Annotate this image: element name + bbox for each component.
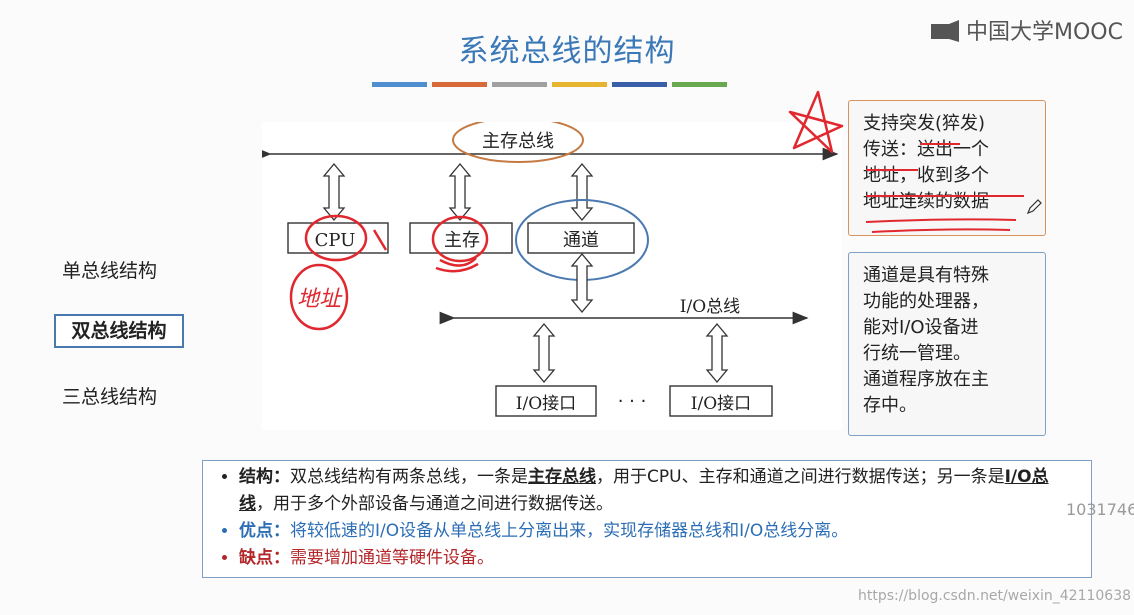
- cpu-label: CPU: [315, 230, 356, 251]
- burst-note-red-underlines: [865, 143, 1024, 233]
- star-annotation-icon: [788, 90, 844, 154]
- channel-bus-arrow: [570, 162, 594, 222]
- summary-structure: 结构：双总线结构有两条总线，一条是主存总线，用于CPU、主存和通道之间进行数据传…: [239, 464, 1081, 518]
- summary-disadvantage: 缺点：需要增加通道等硬件设备。: [239, 545, 1081, 572]
- io-interface-1-label: I/O接口: [516, 394, 576, 414]
- channel-box: [527, 222, 635, 254]
- channel-label: 通道: [563, 230, 599, 251]
- color-bar-2: [432, 82, 487, 87]
- color-bar-3: [492, 82, 547, 87]
- address-handwriting-circle: [289, 263, 349, 331]
- cpu-bus-arrow: [322, 162, 346, 222]
- main-memory-bus-label: 主存总线: [482, 131, 554, 152]
- cpu-annotation-circle: [304, 214, 368, 262]
- advantage-text: 将较低速的I/O设备从单总线上分离出来，实现存储器总线和I/O总线分离。: [290, 521, 849, 541]
- color-bar-6: [672, 82, 727, 87]
- io-bus-label: I/O总线: [680, 297, 740, 317]
- pencil-icon: [1026, 199, 1042, 215]
- channel-note-line-4: 行统一管理。: [863, 343, 971, 364]
- channel-note-line-5: 通道程序放在主: [863, 369, 989, 390]
- mooc-logo-icon: [931, 20, 959, 42]
- memory-annotation-scribble: [435, 257, 479, 273]
- slide-title: 系统总线的结构: [458, 34, 676, 69]
- watermark-number: 1031746: [1066, 500, 1134, 519]
- burst-note-line-1: 支持突发(猝发): [863, 113, 986, 134]
- color-bar-1: [372, 82, 427, 87]
- channel-note-line-6: 存中。: [863, 395, 917, 416]
- io-interface-2-label: I/O接口: [691, 394, 751, 414]
- disadvantage-text: 需要增加通道等硬件设备。: [290, 548, 494, 568]
- double-bus-diagram: 主存总线 CPU 主存 通道 地址 I/O总线 I/O接口 · · · I/O接…: [262, 122, 842, 430]
- io-interface-2-box: [669, 385, 773, 417]
- io-interface-2-arrow: [705, 322, 729, 384]
- nav-item-double-bus[interactable]: 双总线结构: [54, 314, 184, 348]
- advantage-key: 优点：: [239, 521, 290, 541]
- structure-text-a: 双总线结构有两条总线，一条是: [290, 467, 528, 487]
- nav-item-triple-bus[interactable]: 三总线结构: [62, 386, 158, 408]
- summary-box: 结构：双总线结构有两条总线，一条是主存总线，用于CPU、主存和通道之间进行数据传…: [202, 460, 1092, 578]
- io-interface-1-box: [495, 385, 597, 417]
- cpu-annotation-tick: [372, 229, 388, 251]
- structure-em-io-bus: I/O总线: [239, 467, 1049, 514]
- memory-bus-arrow: [448, 162, 472, 222]
- cpu-box: [287, 222, 389, 254]
- mooc-logo: 中国大学MOOC: [930, 14, 1123, 46]
- structure-em-main-bus: 主存总线: [528, 467, 596, 487]
- channel-note: 通道是具有特殊 功能的处理器， 能对I/O设备进 行统一管理。 通道程序放在主 …: [848, 252, 1046, 436]
- color-bar-4: [552, 82, 607, 87]
- main-memory-bus-circle: [452, 122, 584, 163]
- memory-label: 主存: [444, 230, 480, 251]
- watermark-url: https://blog.csdn.net/weixin_42110638: [858, 588, 1132, 604]
- structure-key: 结构：: [239, 467, 290, 487]
- burst-transfer-note: 支持突发(猝发) 传送：送出一个 地址，收到多个 地址连续的数据: [848, 100, 1046, 236]
- address-handwriting: 地址: [297, 287, 343, 312]
- structure-text-c: ，用于多个外部设备与通道之间进行数据传送。: [256, 494, 613, 514]
- channel-note-line-1: 通道是具有特殊: [863, 265, 989, 286]
- io-interface-1-arrow: [532, 322, 556, 384]
- summary-advantage: 优点：将较低速的I/O设备从单总线上分离出来，实现存储器总线和I/O总线分离。: [239, 518, 1081, 545]
- io-interface-ellipsis: · · ·: [618, 391, 647, 412]
- mooc-logo-text: 中国大学MOOC: [966, 20, 1123, 45]
- nav-item-single-bus[interactable]: 单总线结构: [62, 260, 158, 282]
- channel-note-line-3: 能对I/O设备进: [863, 317, 979, 338]
- channel-io-bus-arrow: [570, 252, 594, 314]
- channel-note-line-2: 功能的处理器，: [863, 291, 989, 312]
- memory-box: [409, 222, 513, 254]
- structure-text-b: ，用于CPU、主存和通道之间进行数据传送；另一条是: [596, 467, 1005, 487]
- memory-annotation-circle: [431, 215, 489, 263]
- color-bar-5: [612, 82, 667, 87]
- disadvantage-key: 缺点：: [239, 548, 290, 568]
